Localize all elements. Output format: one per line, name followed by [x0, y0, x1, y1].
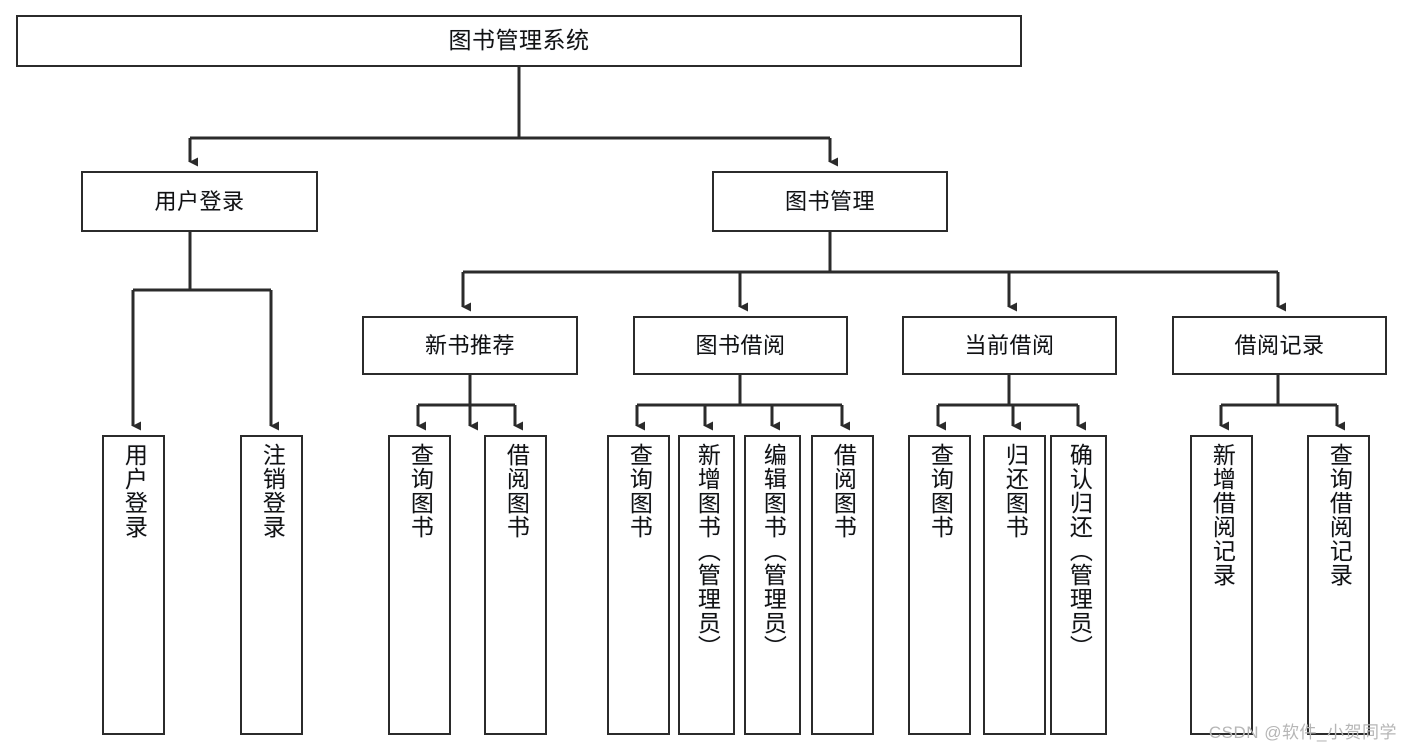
node-label: 查询借阅记录: [1326, 443, 1353, 587]
node-label: 新书推荐: [424, 332, 515, 358]
leaf-node-borrow-book[interactable]: 借阅图书: [811, 435, 874, 735]
node-user-login[interactable]: 用户登录: [81, 171, 318, 232]
node-borrow-record[interactable]: 借阅记录: [1172, 316, 1387, 375]
leaf-node-query-borrow-record[interactable]: 查询借阅记录: [1307, 435, 1370, 735]
leaf-node-user-login[interactable]: 用户登录: [102, 435, 165, 735]
node-label: 借阅图书: [830, 443, 857, 539]
leaf-node-return-book[interactable]: 归还图书: [983, 435, 1046, 735]
leaf-node-edit-book-admin[interactable]: 编辑图书（管理员）: [744, 435, 801, 735]
node-label: 查询图书: [626, 443, 653, 539]
node-label: 编辑图书（管理员）: [760, 443, 787, 659]
leaf-node-confirm-return-admin[interactable]: 确认归还（管理员）: [1050, 435, 1107, 735]
node-label: 注销登录: [259, 443, 286, 539]
node-label: 图书管理: [784, 188, 875, 214]
node-label: 查询图书: [407, 443, 434, 539]
node-label: 图书管理系统: [448, 27, 590, 54]
node-label: 归还图书: [1002, 443, 1029, 539]
leaf-node-add-book-admin[interactable]: 新增图书（管理员）: [678, 435, 735, 735]
node-root-book-management-system[interactable]: 图书管理系统: [16, 15, 1022, 67]
node-label: 借阅记录: [1234, 332, 1325, 358]
leaf-node-query-book-borrow[interactable]: 查询图书: [607, 435, 670, 735]
node-label: 确认归还（管理员）: [1066, 443, 1093, 659]
node-label: 图书借阅: [695, 332, 786, 358]
node-label: 当前借阅: [964, 332, 1055, 358]
node-label: 用户登录: [121, 443, 148, 539]
node-book-borrow[interactable]: 图书借阅: [633, 316, 848, 375]
leaf-node-user-logout[interactable]: 注销登录: [240, 435, 303, 735]
leaf-node-query-book-recommend[interactable]: 查询图书: [388, 435, 451, 735]
node-label: 查询图书: [927, 443, 954, 539]
node-current-borrow[interactable]: 当前借阅: [902, 316, 1117, 375]
node-label: 新增借阅记录: [1209, 443, 1236, 587]
leaf-node-add-borrow-record[interactable]: 新增借阅记录: [1190, 435, 1253, 735]
node-book-management[interactable]: 图书管理: [712, 171, 948, 232]
leaf-node-query-book-current[interactable]: 查询图书: [908, 435, 971, 735]
node-new-book-recommend[interactable]: 新书推荐: [362, 316, 578, 375]
node-label: 借阅图书: [503, 443, 530, 539]
node-label: 新增图书（管理员）: [694, 443, 721, 659]
leaf-node-borrow-book-recommend[interactable]: 借阅图书: [484, 435, 547, 735]
node-label: 用户登录: [154, 188, 245, 214]
